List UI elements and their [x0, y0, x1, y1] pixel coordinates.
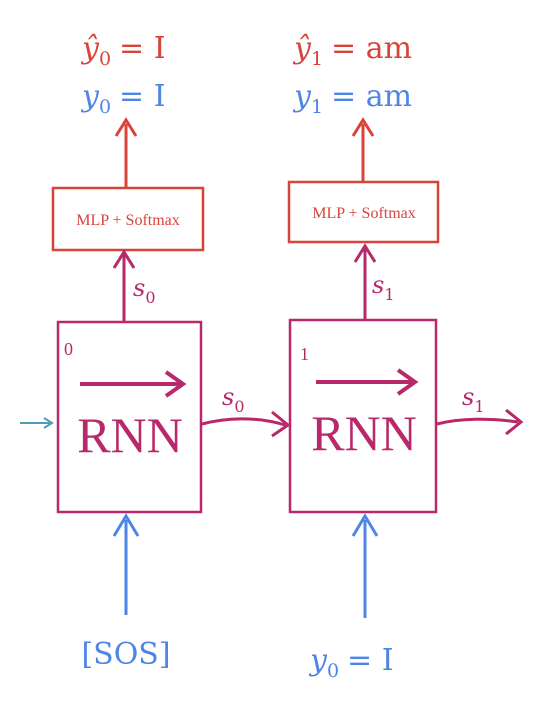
- cell-1-prediction: ŷ1= am: [292, 31, 412, 70]
- cell-1-input-arrow: [351, 513, 379, 618]
- cell-0-title: RNN: [77, 407, 183, 463]
- cell-1-rnn-box: 1 RNN: [288, 318, 438, 514]
- cell-0-index: 0: [64, 339, 73, 359]
- cell-1-input-label: y0= I: [308, 643, 394, 682]
- cell-1-state-label: s1: [372, 271, 395, 304]
- cell-0-input-arrow: [112, 513, 140, 615]
- cell-1-output-arrow: [351, 117, 375, 182]
- cell-0-state-label: s0: [133, 274, 156, 307]
- cell-1-state-arrow: [353, 243, 377, 320]
- cell-1-title: RNN: [311, 405, 417, 461]
- recurrent-label-0: s0: [222, 383, 245, 416]
- cell-0-state-arrow: [112, 249, 136, 322]
- cell-1-index: 1: [300, 344, 309, 364]
- cell-0-target: y0= I: [80, 79, 166, 118]
- recurrent-arrow-0: [201, 410, 291, 438]
- cell-0-mlp-label: MLP + Softmax: [76, 212, 180, 229]
- cell-1-target: y1= am: [292, 79, 412, 118]
- cell-1-mlp-label: MLP + Softmax: [312, 205, 416, 222]
- cell-0-output-arrow: [114, 117, 138, 188]
- recurrent-label-1: s1: [462, 383, 485, 416]
- recurrent-arrow-1: [436, 408, 524, 436]
- cell-1-mlp-box: MLP + Softmax: [287, 180, 440, 244]
- cell-0-prediction: ŷ0= I: [80, 31, 166, 70]
- cell-0-mlp-box: MLP + Softmax: [51, 186, 205, 252]
- cell-0-input-label: [SOS]: [81, 637, 170, 672]
- cell-0-rnn-box: 0 RNN: [56, 320, 203, 514]
- initial-state-arrow: [20, 417, 54, 429]
